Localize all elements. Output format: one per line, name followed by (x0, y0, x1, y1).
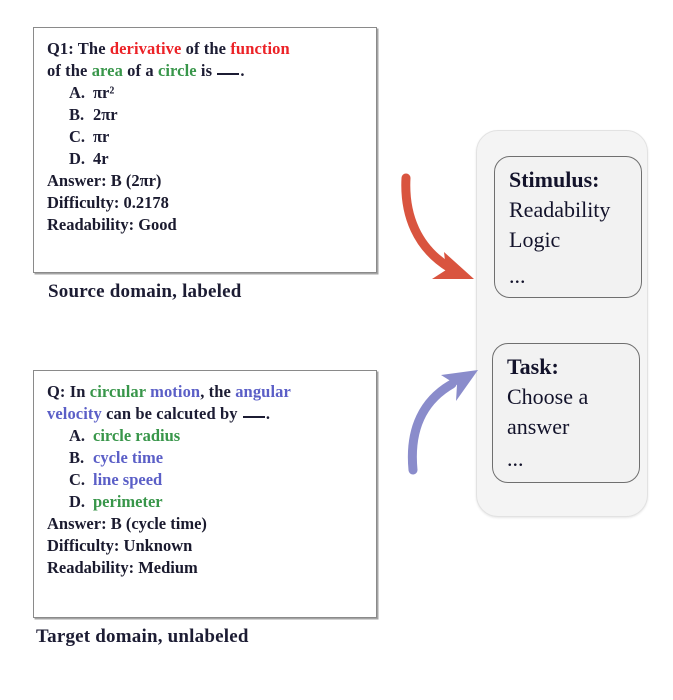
arrow-source-head (432, 252, 474, 279)
source-difficulty: Difficulty: 0.2178 (47, 193, 169, 212)
text-token-0: of the (47, 61, 92, 80)
source-domain-box: Q1: The derivative of the function of th… (33, 27, 377, 273)
text-token-3: function (230, 39, 290, 58)
option-text: 4r (93, 149, 109, 168)
stimulus-card-content: Stimulus: Readability Logic (509, 165, 635, 255)
option-text: line speed (93, 470, 163, 489)
answer-blank (217, 73, 240, 75)
text-token-1: area (91, 61, 123, 80)
option-row: D. 4r (47, 148, 370, 170)
target-domain-caption: Target domain, unlabeled (36, 626, 249, 647)
text-token-0: Q1: The (47, 39, 110, 58)
stimulus-card-line-1: Readability (509, 197, 611, 222)
option-text: 2πr (93, 105, 118, 124)
task-card: Task: Choose a answer ... (492, 343, 640, 483)
option-text: πr (93, 127, 110, 146)
source-question-line-1: Q1: The derivative of the function (47, 38, 370, 60)
stimulus-card: Stimulus: Readability Logic ... (494, 156, 642, 298)
text-token-1: derivative (109, 39, 182, 58)
text-token-0: velocity (47, 404, 102, 423)
option-text: cycle time (93, 448, 164, 467)
arrow-source-path (401, 173, 455, 273)
task-card-title: Task: (507, 354, 559, 379)
answer-blank (242, 416, 265, 418)
text-token-6: . (240, 61, 245, 80)
option-letter: C. (69, 470, 86, 489)
text-token-2: of a (122, 61, 158, 80)
target-readability: Readability: Medium (47, 558, 198, 577)
stimulus-card-ellipsis: ... (509, 263, 526, 288)
text-token-3: circle (157, 61, 197, 80)
text-token-4: , the (200, 382, 236, 401)
source-question-line-2: of the area of a circle is . (47, 60, 370, 82)
source-readability: Readability: Good (47, 215, 177, 234)
option-row: B. 2πr (47, 104, 370, 126)
option-text: πr² (93, 83, 115, 102)
text-token-4: is (196, 61, 217, 80)
text-token-3: motion (150, 382, 201, 401)
text-token-1: circular (89, 382, 146, 401)
option-row: B. cycle time (47, 447, 370, 469)
task-card-line-2: answer (507, 414, 570, 439)
arrow-target-path (407, 379, 457, 475)
stimulus-card-line-2: Logic (509, 227, 561, 252)
text-token-1: can be calcuted by (101, 404, 242, 423)
option-letter: D. (69, 492, 86, 511)
task-card-ellipsis: ... (507, 446, 524, 471)
option-letter: D. (69, 149, 86, 168)
option-letter: A. (69, 426, 86, 445)
text-token-3: . (265, 404, 271, 423)
option-letter: B. (69, 105, 85, 124)
source-domain-content: Q1: The derivative of the function of th… (47, 38, 370, 236)
text-token-5: angular (235, 382, 291, 401)
target-domain-box: Q: In circular motion, the angular veloc… (33, 370, 377, 618)
option-letter: B. (69, 448, 85, 467)
option-row: C. line speed (47, 469, 370, 491)
option-letter: A. (69, 83, 86, 102)
source-domain-caption: Source domain, labeled (48, 281, 242, 302)
source-answer: Answer: B (2πr) (47, 171, 162, 190)
text-token-2: of the (181, 39, 231, 58)
arrow-target-head (441, 370, 478, 401)
target-question-line-2: velocity can be calcuted by . (47, 403, 370, 425)
stimulus-card-title: Stimulus: (509, 167, 600, 192)
option-row: C. πr (47, 126, 370, 148)
task-card-line-1: Choose a (507, 384, 589, 409)
option-row: A. πr² (47, 82, 370, 104)
text-token-0: Q: In (47, 382, 90, 401)
option-letter: C. (69, 127, 86, 146)
option-row: D. perimeter (47, 491, 370, 513)
option-text: circle radius (93, 426, 181, 445)
target-domain-content: Q: In circular motion, the angular veloc… (47, 381, 370, 579)
option-text: perimeter (93, 492, 163, 511)
target-answer: Answer: B (cycle time) (47, 514, 207, 533)
option-row: A. circle radius (47, 425, 370, 447)
target-difficulty: Difficulty: Unknown (47, 536, 193, 555)
target-question-line-1: Q: In circular motion, the angular (47, 381, 370, 403)
task-card-content: Task: Choose a answer (507, 352, 633, 442)
